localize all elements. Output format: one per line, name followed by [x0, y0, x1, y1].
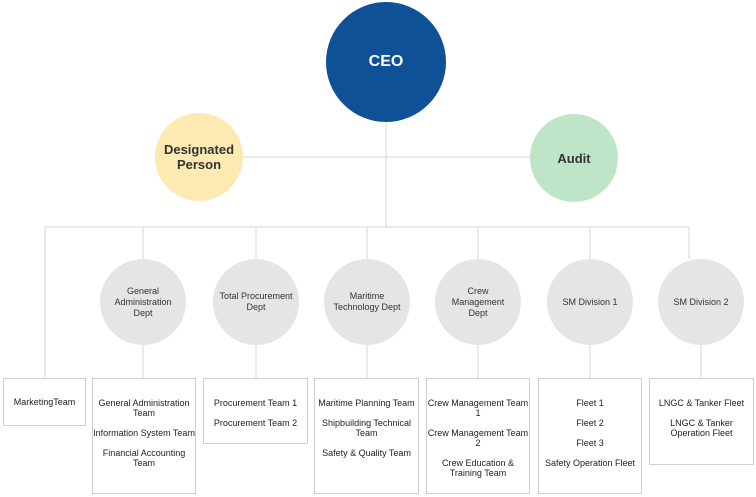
team-item: Fleet 1 — [576, 398, 604, 408]
ceo-label: CEO — [368, 53, 404, 70]
team-item: Procurement Team 2 — [213, 418, 298, 428]
team-item: Procurement Team 1 — [213, 398, 298, 408]
team-item: Maritime Planning Team — [318, 398, 415, 408]
dept-label: Total Procurement Dept — [219, 291, 293, 312]
dept-label: Maritime Technology Dept — [333, 291, 401, 312]
team-item: Crew Management Team 1 — [427, 398, 529, 418]
audit-node: Audit — [530, 114, 618, 202]
team-box-sm-division-1: Fleet 1 Fleet 2 Fleet 3 Safety Operation… — [538, 378, 642, 494]
team-box-maritime-technology: Maritime Planning Team Shipbuilding Tech… — [314, 378, 419, 494]
dept-label: SM Division 1 — [562, 296, 618, 307]
team-item: Financial Accounting Team — [102, 448, 186, 468]
team-item: General Administration Team — [98, 398, 190, 418]
team-box-total-procurement: Procurement Team 1 Procurement Team 2 — [203, 378, 308, 444]
dept-general-administration: General Administration Dept — [100, 259, 186, 345]
team-box-sm-division-2: LNGC & Tanker Fleet LNGC & Tanker Operat… — [649, 378, 754, 465]
team-item: Safety & Quality Team — [322, 448, 411, 458]
dept-crew-management: Crew Management Dept — [435, 259, 521, 345]
team-item: Fleet 3 — [576, 438, 604, 448]
team-item: Crew Management Team 2 — [427, 428, 529, 448]
team-box-marketing: MarketingTeam — [3, 378, 86, 426]
team-box-crew-management: Crew Management Team 1 Crew Management T… — [426, 378, 530, 494]
team-box-general-administration: General Administration Team Information … — [92, 378, 196, 494]
team-item: Shipbuilding Technical Team — [322, 418, 411, 438]
team-item: LNGC & Tanker Fleet — [658, 398, 745, 408]
dept-label: Crew Management Dept — [451, 285, 505, 318]
dept-maritime-technology: Maritime Technology Dept — [324, 259, 410, 345]
team-item: Information System Team — [93, 428, 195, 438]
team-item: Fleet 2 — [576, 418, 604, 428]
ceo-node: CEO — [326, 2, 446, 122]
designated-person-node: Designated Person — [155, 113, 243, 201]
designated-person-label: Designated Person — [163, 142, 235, 172]
team-item: Crew Education & Training Team — [441, 458, 515, 478]
dept-label: General Administration Dept — [114, 285, 172, 318]
team-item: Safety Operation Fleet — [544, 458, 636, 468]
dept-total-procurement: Total Procurement Dept — [213, 259, 299, 345]
dept-sm-division-1: SM Division 1 — [547, 259, 633, 345]
dept-label: SM Division 2 — [673, 296, 729, 307]
team-item: LNGC & Tanker Operation Fleet — [670, 418, 733, 438]
audit-label: Audit — [557, 150, 591, 166]
dept-sm-division-2: SM Division 2 — [658, 259, 744, 345]
team-item: MarketingTeam — [13, 397, 76, 407]
